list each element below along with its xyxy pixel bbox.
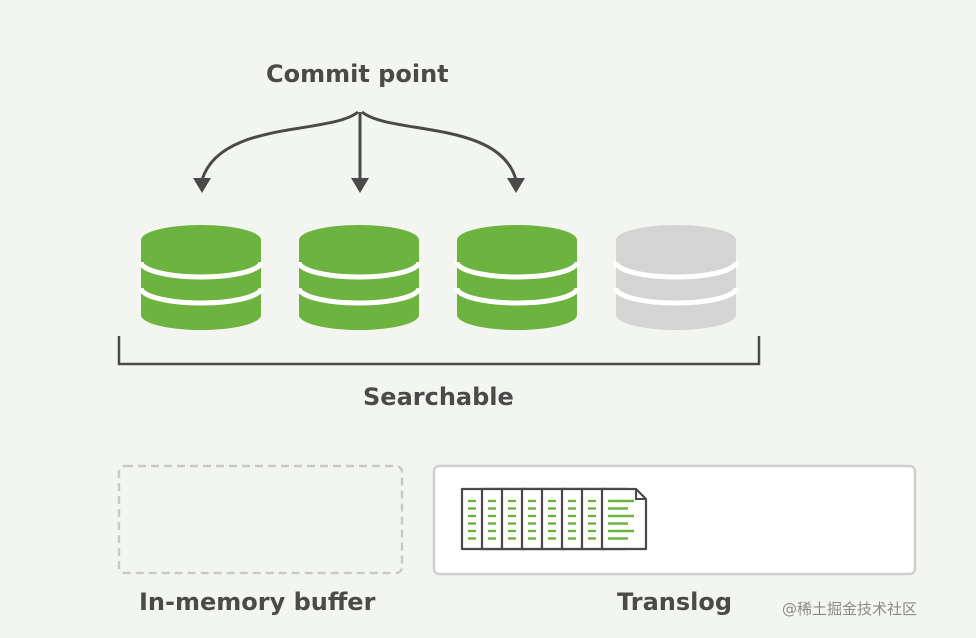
translog-documents-icon — [460, 487, 648, 551]
searchable-bracket — [117, 336, 761, 366]
in-memory-buffer-box — [117, 464, 404, 575]
commit-point-label: Commit point — [266, 60, 449, 88]
translog-label: Translog — [617, 588, 733, 616]
segment-1-icon — [138, 225, 264, 330]
segment-2-icon — [296, 225, 422, 330]
arrow-head-1 — [193, 178, 211, 193]
arrow-to-segment-1 — [200, 110, 359, 181]
segment-3-icon — [454, 225, 580, 330]
segments-group — [138, 225, 739, 330]
segment-4-icon — [613, 225, 739, 330]
watermark-text: @稀土掘金技术社区 — [782, 600, 918, 618]
commit-arrows — [200, 110, 518, 181]
arrow-head-2 — [351, 178, 369, 193]
searchable-label: Searchable — [363, 383, 514, 411]
in-memory-buffer-label: In-memory buffer — [139, 588, 376, 616]
arrow-to-segment-3 — [361, 110, 518, 181]
translog-entry-icon — [600, 487, 648, 551]
arrow-heads — [193, 178, 525, 193]
arrow-head-3 — [507, 178, 525, 193]
